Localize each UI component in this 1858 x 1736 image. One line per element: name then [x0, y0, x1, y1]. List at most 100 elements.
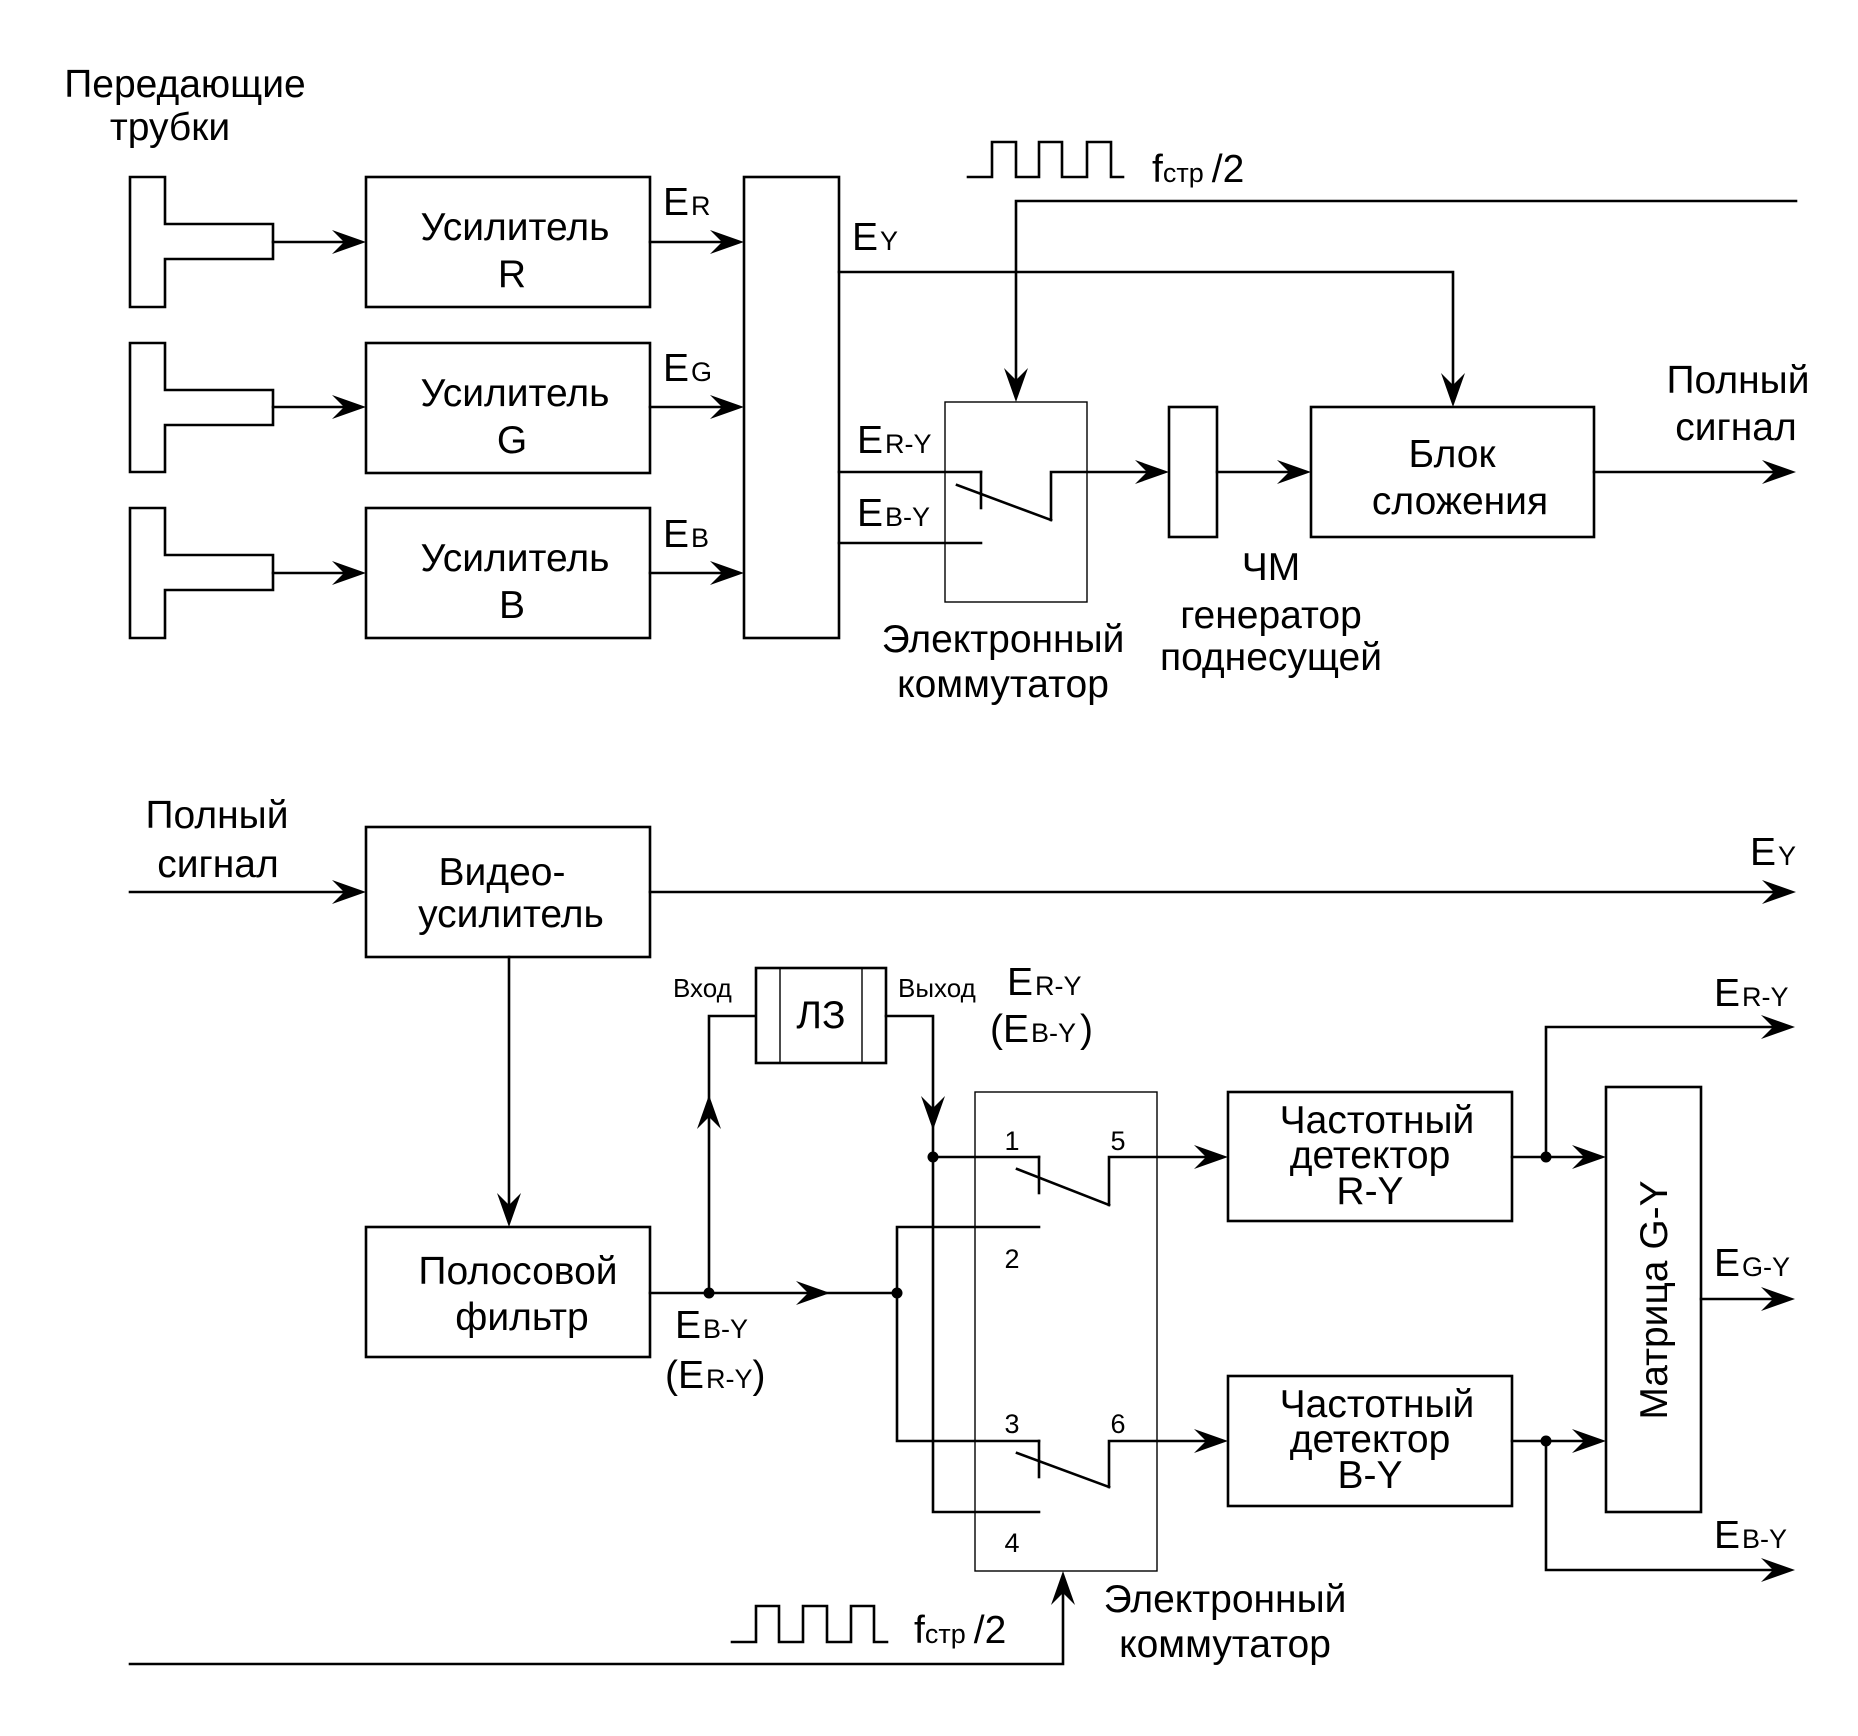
- bandpass-label-line1: Полосовой: [418, 1250, 617, 1293]
- rx-ery-label: ER-Y: [1714, 972, 1789, 1015]
- arrow-right-icon: [332, 880, 366, 904]
- switch-rx-label-line2: коммутатор: [1119, 1623, 1331, 1666]
- rx-egy-label: EG-Y: [1714, 1242, 1790, 1285]
- amplifier-r-label: Усилитель: [421, 206, 610, 249]
- arrow-right-icon: [1194, 1429, 1228, 1453]
- signal-eb-label: EB: [663, 513, 709, 556]
- pin-6-label: 6: [1110, 1409, 1125, 1439]
- detector-by-line3: B-Y: [1337, 1454, 1402, 1497]
- rx-ey-label: EY: [1750, 831, 1796, 874]
- clock-pulse-icon: [966, 140, 1125, 179]
- wire-clock-tx: [1014, 199, 1798, 390]
- video-amp-label-line1: Видео-: [439, 851, 566, 894]
- amplifier-g-channel: G: [497, 419, 527, 462]
- camera-tube-g-icon: [128, 341, 275, 474]
- pin6-wire: [1107, 1439, 1216, 1489]
- wire-delay-out: [884, 1014, 1041, 1514]
- detector-ry-block: Частотный детектор R-Y: [1226, 1090, 1514, 1223]
- arrow-right-icon: [1761, 1287, 1795, 1311]
- video-amp-label-line2: усилитель: [418, 893, 604, 936]
- output-label-line2: сигнал: [1675, 406, 1797, 449]
- detector-by-line1: Частотный: [1280, 1383, 1475, 1426]
- delayed-signal-label: ER-Y: [1007, 961, 1082, 1004]
- detector-by-line2: детектор: [1290, 1418, 1451, 1461]
- arrow-right-icon: [1135, 460, 1169, 484]
- detector-ry-line1: Частотный: [1280, 1099, 1475, 1142]
- clock-pulse-icon: [730, 1604, 889, 1644]
- pin-3-label: 3: [1004, 1409, 1019, 1439]
- arrow-right-icon: [332, 395, 366, 419]
- fm-generator-block: [1167, 405, 1219, 539]
- amplifier-r-channel: R: [498, 253, 526, 296]
- bandpass-filter-block: Полосовой фильтр: [364, 1225, 652, 1359]
- switch-lever-lower: [1015, 1451, 1111, 1489]
- delay-line-block: ЛЗ: [754, 966, 888, 1065]
- arrow-right-icon: [710, 561, 744, 585]
- arrow-right-icon: [1761, 1558, 1795, 1582]
- wire-eby-out: [1544, 1439, 1783, 1572]
- signal-ey-label: EY: [852, 216, 898, 259]
- pin5-wire: [1107, 1155, 1216, 1207]
- arrow-down-icon: [1004, 368, 1028, 402]
- amplifier-g-label: Усилитель: [421, 372, 610, 415]
- wire-ey: [837, 270, 1455, 395]
- arrow-right-icon: [332, 561, 366, 585]
- arrow-right-icon: [710, 395, 744, 419]
- direct-signal-alt-label: (ER-Y): [665, 1354, 766, 1397]
- fm-label-line2: генератор: [1180, 594, 1362, 637]
- signal-eg-label: EG: [663, 347, 712, 390]
- arrow-right-icon: [1572, 1145, 1606, 1169]
- transmitter-diagram: Передающие трубки Усилитель R Усилитель …: [64, 63, 1809, 706]
- tubes-label-line1: Передающие: [64, 63, 306, 106]
- adder-label-line1: Блок: [1408, 433, 1496, 476]
- pin-1-label: 1: [1004, 1126, 1019, 1156]
- signal-ery-label: ER-Y: [857, 419, 932, 462]
- arrow-down-icon: [1441, 373, 1465, 407]
- tubes-label-line2: трубки: [110, 106, 230, 149]
- pin-2-label: 2: [1004, 1244, 1019, 1274]
- arrow-right-icon: [1762, 880, 1796, 904]
- amplifier-g-block: Усилитель G: [364, 341, 652, 475]
- arrow-down-icon: [497, 1193, 521, 1227]
- wire-delay-in: [707, 1014, 758, 1295]
- clock-rx-label: fстр/2: [914, 1609, 1006, 1652]
- signal-er-label: ER: [663, 181, 711, 224]
- coding-matrix-block: [742, 175, 841, 640]
- wire-direct-split: [895, 1225, 1041, 1443]
- amplifier-b-label: Усилитель: [421, 537, 610, 580]
- delay-line-input-label: Вход: [673, 973, 732, 1003]
- wire-clock-rx: [128, 1583, 1065, 1666]
- switch-lever-upper: [1015, 1167, 1111, 1207]
- pin-4-label: 4: [1004, 1528, 1019, 1558]
- arrow-right-icon: [1194, 1145, 1228, 1169]
- arrow-right-icon: [1572, 1429, 1606, 1453]
- arrow-down-icon: [921, 1096, 945, 1130]
- pin-5-label: 5: [1110, 1126, 1125, 1156]
- arrow-right-icon: [1762, 460, 1796, 484]
- switch-lever: [955, 483, 1053, 522]
- fm-label-line1: ЧМ: [1242, 546, 1300, 589]
- switch-tx-label-line1: Электронный: [882, 618, 1125, 661]
- rx-input-label-line1: Полный: [146, 794, 289, 837]
- adder-block: Блок сложения: [1309, 405, 1596, 539]
- output-label-line1: Полный: [1667, 359, 1810, 402]
- camera-tube-r-icon: [128, 175, 275, 309]
- clock-tx-label: fстр/2: [1152, 148, 1244, 191]
- switch-tx-label-line2: коммутатор: [897, 663, 1109, 706]
- amplifier-r-block: Усилитель R: [364, 175, 652, 309]
- wire-ery-out: [1544, 1025, 1783, 1159]
- delay-line-output-label: Выход: [898, 973, 976, 1003]
- arrow-right-icon: [1277, 460, 1311, 484]
- direct-signal-label: EB-Y: [675, 1304, 748, 1347]
- bandpass-label-line2: фильтр: [455, 1296, 588, 1339]
- amplifier-b-channel: B: [499, 584, 525, 627]
- delayed-signal-alt-label: (EB-Y): [990, 1008, 1093, 1051]
- switch-rx-label-line1: Электронный: [1104, 1578, 1347, 1621]
- adder-label-line2: сложения: [1372, 480, 1548, 523]
- arrow-right-icon: [710, 230, 744, 254]
- switch-output-wire: [1049, 470, 1157, 522]
- delay-line-label: ЛЗ: [796, 994, 845, 1037]
- rx-eby-label: EB-Y: [1714, 1514, 1787, 1557]
